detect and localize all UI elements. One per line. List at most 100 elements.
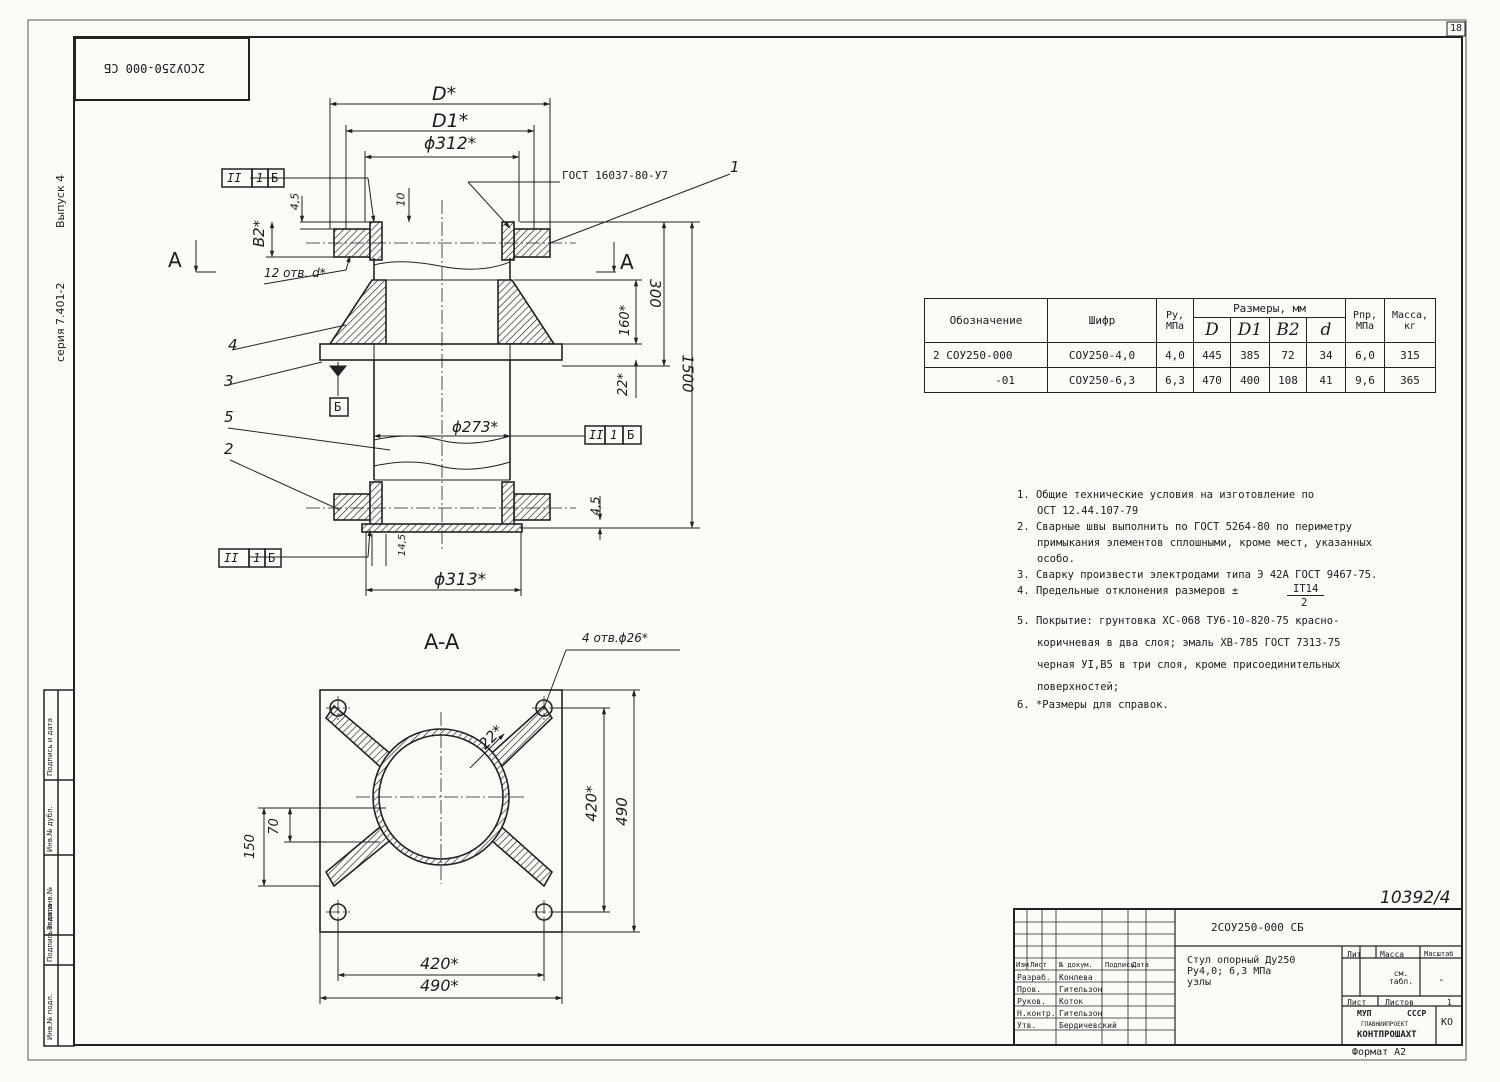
dim-1500-label: 1500: [678, 354, 697, 393]
note-line: 3. Сварку произвести электродами типа Э …: [1017, 569, 1378, 581]
org-line: СССР: [1407, 1009, 1427, 1018]
weld-symbol-bottom-ref: Б: [268, 551, 276, 565]
sheets-label: Листов: [1385, 998, 1414, 1007]
person-approver: Бердичевский: [1059, 1021, 1117, 1030]
person-checker: Гительзон: [1059, 985, 1103, 994]
header-sizes: Размеры, мм: [1193, 298, 1346, 318]
title-name-line: Стул опорный Ду250: [1187, 955, 1296, 966]
side-stamp-frame: [43, 689, 75, 1047]
table-subheader-row: D D1 B2 d: [925, 317, 1436, 343]
title-designation: 2СОУ250-000 СБ: [1211, 921, 1304, 934]
lit-label: Лит: [1347, 950, 1362, 959]
role-head: Руков.: [1017, 997, 1046, 1006]
dim-14-5-label: 14,5: [397, 533, 409, 557]
dim-312-label: ϕ312*: [424, 134, 477, 154]
top-designation-text: 2COУ250-000 CБ: [104, 61, 206, 75]
header-signature: Подпись: [1105, 961, 1135, 969]
dim-273-label: ϕ273*: [452, 418, 499, 436]
org-code: КО: [1441, 1017, 1454, 1028]
header-date: Дата: [1132, 961, 1149, 969]
dim-313-label: ϕ313*: [434, 570, 487, 590]
header-test-pressure: Рпр, МПа: [1345, 298, 1385, 343]
weld-symbol-top-ref: Б: [271, 171, 279, 185]
note-line: черная УI,В5 в три слоя, кроме присоедин…: [1037, 659, 1341, 671]
person-head: Коток: [1059, 997, 1084, 1006]
format-label: Формат А2: [1352, 1047, 1407, 1058]
org-line: КОНТПРОШАХТ: [1357, 1030, 1417, 1040]
note-line: 2. Сварные швы выполнить по ГОСТ 5264-80…: [1017, 521, 1353, 533]
org-line: ГЛАВНИИПРОЕКТ: [1361, 1021, 1408, 1028]
scale-value: -: [1438, 973, 1445, 986]
scale-label: Масштаб: [1424, 950, 1454, 958]
title-name-line: узлы: [1187, 977, 1212, 988]
dim-B2-label: B2*: [250, 219, 269, 248]
dim-D-label: D*: [432, 83, 457, 105]
part-callout: 4: [228, 336, 238, 354]
cell-B2: 72: [1269, 342, 1307, 368]
cell-D1: 400: [1230, 367, 1270, 393]
header-designation: Обозначение: [924, 298, 1048, 343]
part-callout: 2: [224, 440, 234, 458]
cell-B2: 108: [1269, 367, 1307, 393]
part-callout: 3: [224, 372, 234, 390]
role-developer: Разраб.: [1017, 973, 1051, 982]
table-header-row: Обозначение Шифр Ру, МПа Размеры, мм Рпр…: [924, 298, 1436, 343]
cell-code: СОУ250-6,3: [1047, 367, 1157, 393]
inner-frame: [73, 36, 1463, 1046]
gost-weld-label: ГОСТ 16037-80-У7: [562, 169, 668, 182]
header-doc-number: № докум.: [1059, 961, 1093, 969]
header-size-d: d: [1306, 317, 1346, 343]
note-line: коричневая в два слоя; эмаль ХВ-785 ГОСТ…: [1037, 637, 1341, 649]
cell-D1: 385: [1230, 342, 1270, 368]
side-stamp-label: Инв.№ подл.: [46, 993, 54, 1040]
dim-70-label: 70: [266, 818, 282, 835]
outer-frame: [27, 19, 1467, 1061]
section-marker-right: A: [620, 250, 634, 274]
part-callout: 5: [224, 408, 234, 426]
cell-D: 445: [1193, 342, 1231, 368]
weld-symbol-bottom-type: II: [224, 551, 239, 565]
part-callout: 1: [730, 158, 740, 176]
side-stamp-label: Взам.инв.№: [46, 886, 54, 930]
main-view: [193, 98, 731, 596]
cell-D: 470: [1193, 367, 1231, 393]
issue-label: Выпуск 4: [54, 174, 67, 228]
weld-symbol-bottom-leg: 1: [253, 551, 261, 565]
person-developer: Конлева: [1059, 973, 1093, 982]
mass-value: см. табл.: [1388, 969, 1414, 986]
cell-designation: -01: [924, 367, 1048, 393]
series-label: серия 7.401-2: [54, 282, 67, 362]
weld-symbol-top-leg: 1: [256, 171, 264, 185]
dimension-table: Обозначение Шифр Ру, МПа Размеры, мм Рпр…: [924, 298, 1436, 393]
cell-mass: 365: [1384, 367, 1436, 393]
top-designation-stamp: 2COУ250-000 CБ: [74, 37, 250, 101]
weld-symbol-middle-type: II: [589, 428, 604, 442]
dim-160-label: 160*: [618, 304, 634, 337]
mass-label: Масса: [1380, 950, 1405, 959]
cell-d: 34: [1306, 342, 1346, 368]
note-line: 6. *Размеры для справок.: [1017, 699, 1169, 711]
note-line: ОСТ 12.44.107-79: [1037, 505, 1139, 517]
cell-py: 4,0: [1156, 342, 1194, 368]
dim-150-label: 150: [242, 834, 258, 859]
header-size-D: D: [1193, 317, 1231, 343]
dim-490-horizontal-label: 490*: [420, 976, 459, 995]
dim-420-horizontal-label: 420*: [420, 954, 459, 973]
note-line: 5. Покрытие: грунтовка ХС-068 ТУ6-10-820…: [1017, 615, 1340, 627]
header-pressure: Ру, МПа: [1156, 298, 1194, 343]
section-marker-left: A: [168, 248, 182, 272]
weld-symbol-middle-leg: 1: [610, 428, 618, 442]
title-block: 2СОУ250-000 СБ Стул опорный Ду250 Ру4,0;…: [1013, 908, 1463, 1046]
header-sheet: Лист: [1030, 961, 1047, 969]
weld-symbol-frames: [218, 168, 642, 568]
note-line: 4. Предельные отклонения размеров ±: [1017, 585, 1239, 597]
dim-490-vertical-label: 490: [612, 797, 631, 826]
cell-code: СОУ250-4,0: [1047, 342, 1157, 368]
cell-d: 41: [1306, 367, 1346, 393]
dim-4-5-bottom-label: 4,5: [588, 496, 603, 516]
dim-D1-label: D1*: [432, 110, 469, 132]
title-name-line: Ру4,0; 6,3 МПа: [1187, 966, 1272, 977]
sheet-label: Лист: [1347, 998, 1367, 1007]
weld-symbol-top-type: II: [227, 171, 242, 185]
